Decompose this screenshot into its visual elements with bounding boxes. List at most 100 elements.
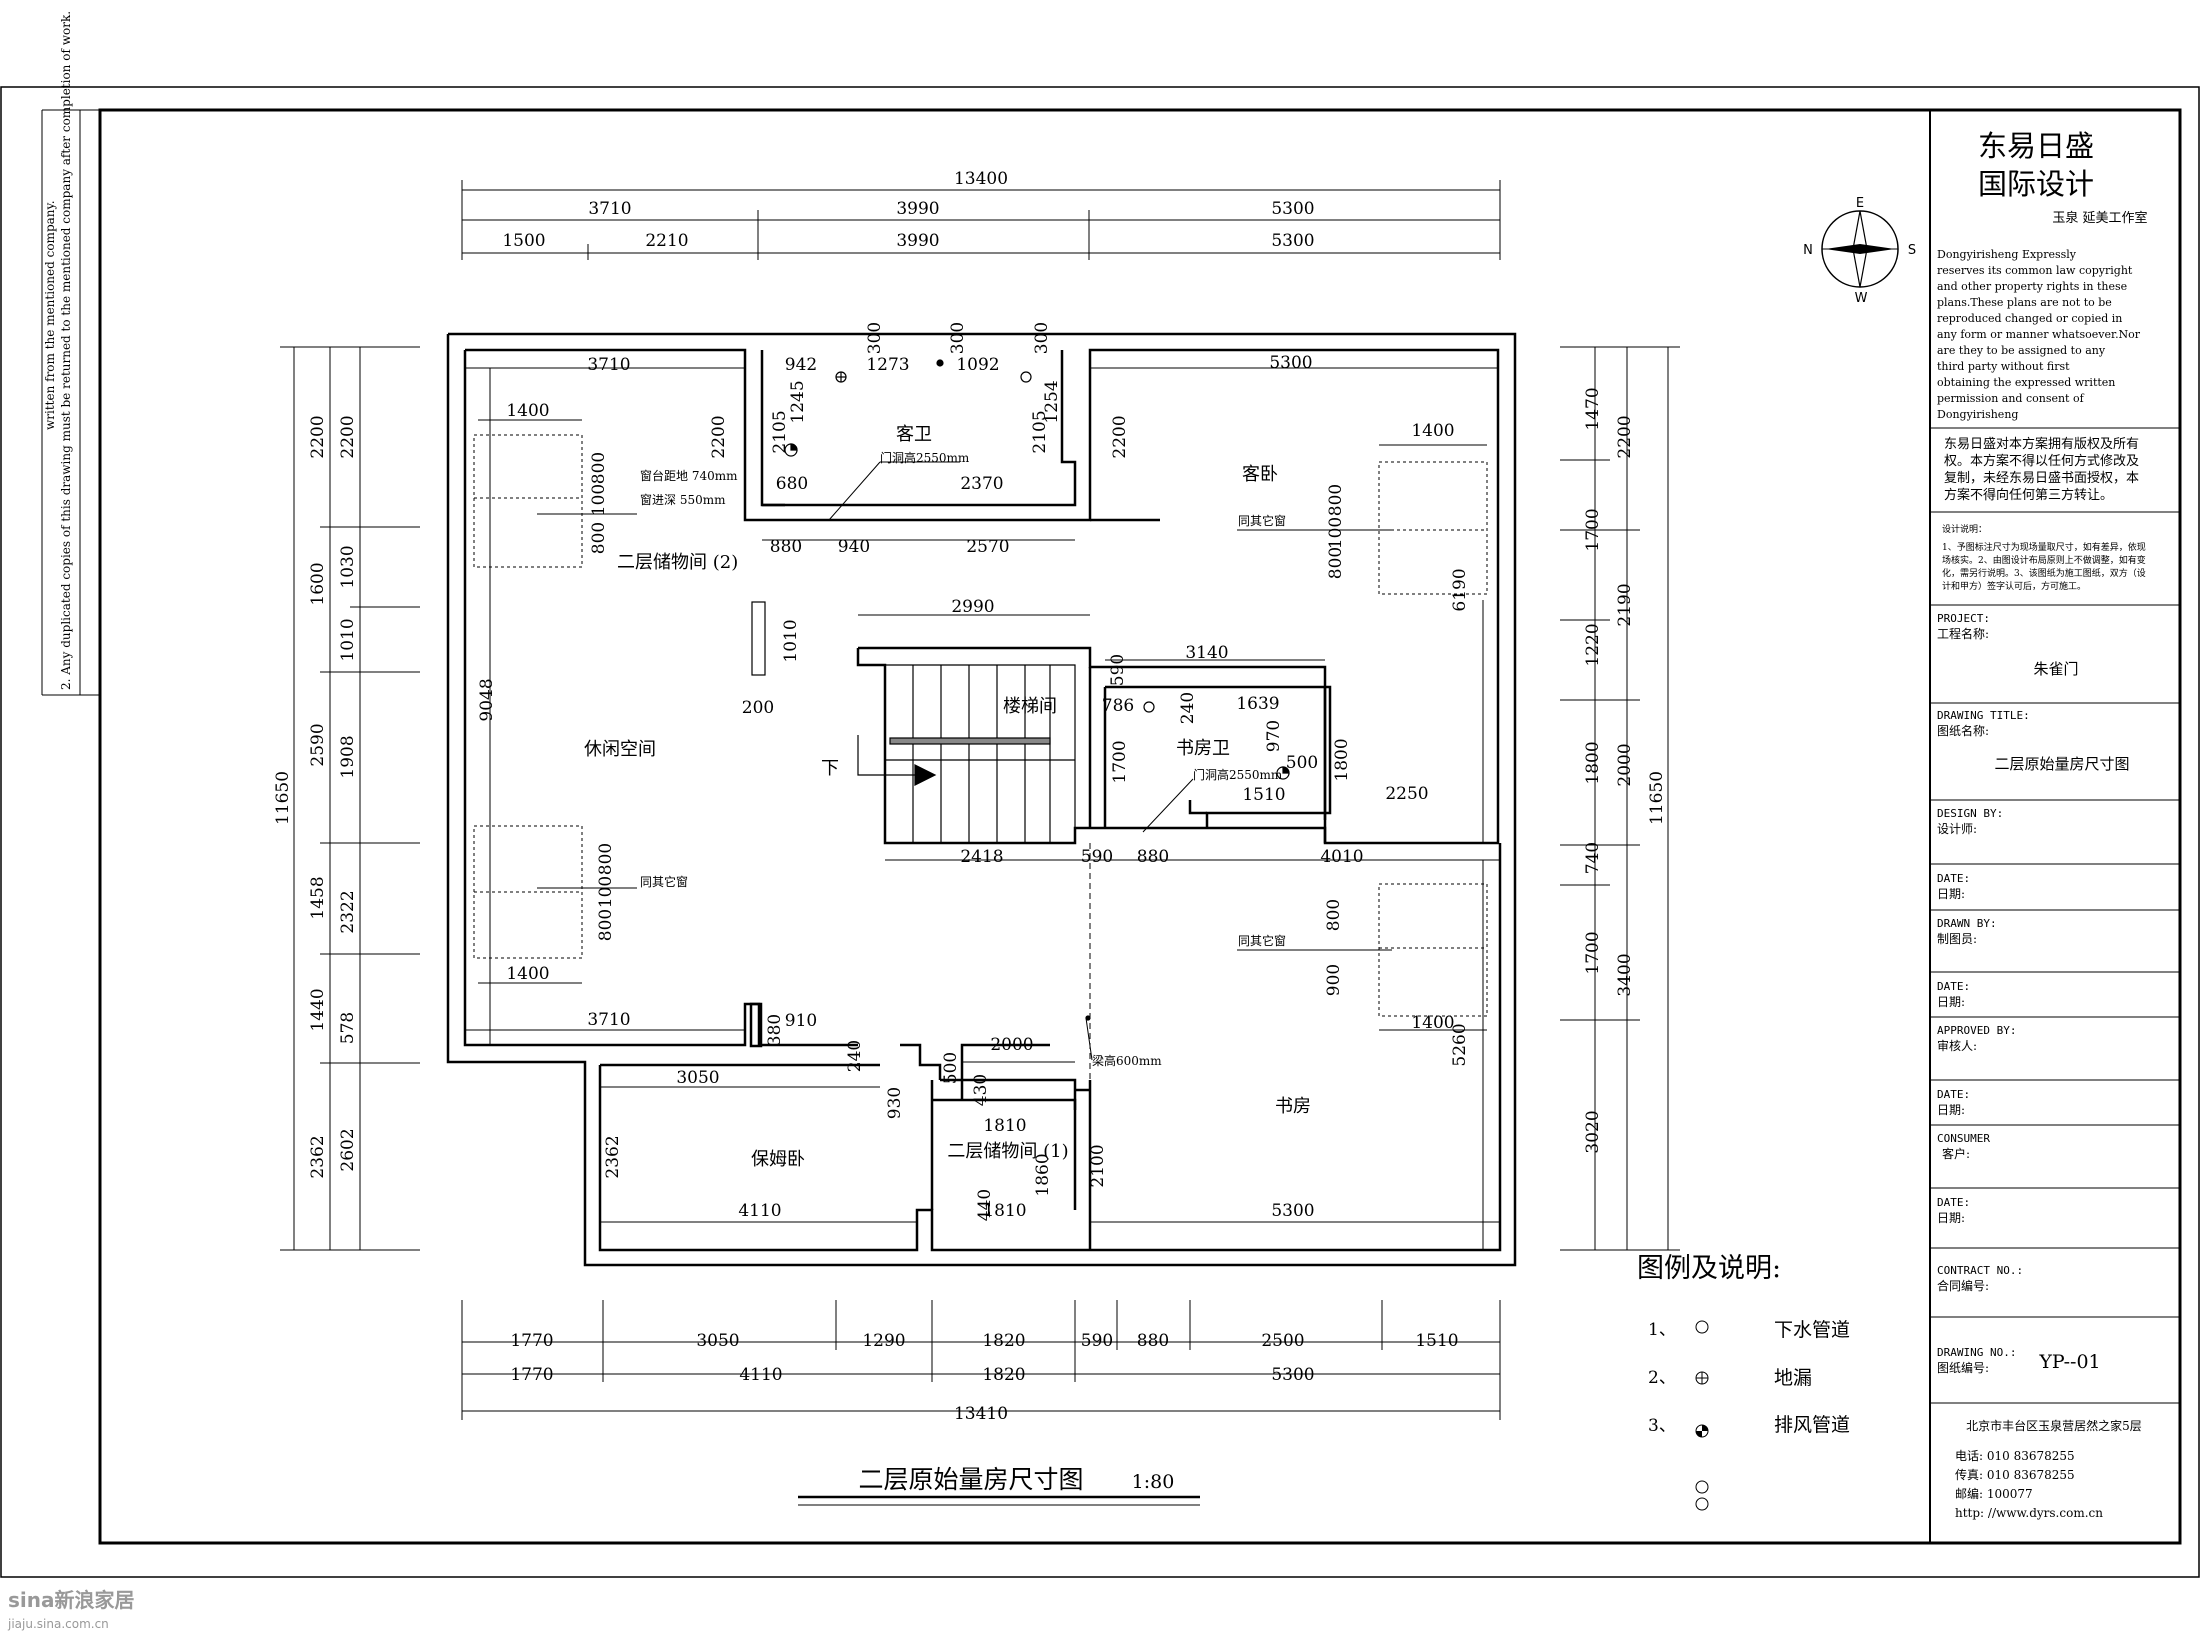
svg-text:门洞高2550mm: 门洞高2550mm (1193, 767, 1283, 782)
svg-text:910: 910 (785, 1011, 817, 1031)
svg-text:reproduced changed or copied i: reproduced changed or copied in (1937, 312, 2122, 325)
svg-text:S: S (1908, 243, 1916, 258)
sheet-border (0, 86, 2200, 1578)
circle-icon (1020, 371, 1032, 383)
svg-text:1810: 1810 (983, 1201, 1026, 1221)
drawing-border (98, 108, 2182, 1545)
date3-label-en: DATE: (1937, 1088, 1970, 1101)
svg-text:1400: 1400 (1411, 421, 1454, 441)
svg-text:3400: 3400 (1615, 953, 1635, 996)
svg-text:1220: 1220 (1583, 623, 1603, 666)
svg-text:窗进深 550mm: 窗进深 550mm (640, 493, 726, 507)
legend-title: 图例及说明: (1637, 1253, 1781, 1284)
date1-label-cn: 日期: (1937, 887, 1965, 901)
svg-text:2105: 2105 (770, 410, 790, 453)
svg-text:900: 900 (1324, 964, 1344, 996)
exhaust-duct-icon (1695, 1424, 1709, 1438)
svg-text:设计说明：: 设计说明： (1942, 523, 1987, 535)
svg-text:1010: 1010 (338, 618, 358, 661)
svg-text:1010: 1010 (781, 619, 801, 662)
svg-text:2322: 2322 (338, 890, 358, 933)
company-fax: 传真: 010 83678255 (1955, 1467, 2075, 1482)
svg-text:240: 240 (1178, 692, 1198, 724)
svg-text:800: 800 (1326, 547, 1346, 579)
stair-treads (751, 601, 1076, 843)
svg-text:200: 200 (742, 698, 774, 718)
svg-text:and other property rights in t: and other property rights in these (1937, 280, 2127, 293)
svg-text:权。本方案不得以任何方式修改及: 权。本方案不得以任何方式修改及 (1944, 453, 2139, 469)
svg-text:N: N (1803, 243, 1813, 258)
svg-text:窗台距地 740mm: 窗台距地 740mm (640, 468, 738, 483)
svg-text:方案不得向任何第三方转让。: 方案不得向任何第三方转让。 (1944, 487, 2113, 503)
svg-text:2100: 2100 (1088, 1144, 1108, 1187)
svg-text:2250: 2250 (1385, 784, 1428, 804)
svg-text:1700: 1700 (1583, 931, 1603, 974)
svg-text:梁高600mm: 梁高600mm (1092, 1053, 1162, 1068)
svg-text:578: 578 (338, 1012, 358, 1044)
svg-text:300: 300 (865, 322, 885, 354)
svg-text:13410: 13410 (954, 1404, 1008, 1424)
svg-text:3710: 3710 (587, 355, 630, 375)
svg-text:11650: 11650 (1647, 771, 1667, 825)
svg-text:300: 300 (948, 322, 968, 354)
svg-text:4110: 4110 (738, 1201, 781, 1221)
svg-text:permission and consent of: permission and consent of (1937, 392, 2085, 405)
svg-text:800: 800 (596, 843, 616, 875)
svg-text:5260: 5260 (1450, 1023, 1470, 1066)
svg-text:复制，未经东易日盛书面授权，本: 复制，未经东易日盛书面授权，本 (1944, 470, 2139, 486)
svg-text:third party without first: third party without first (1937, 360, 2070, 373)
svg-text:1600: 1600 (308, 562, 328, 605)
date4-label-en: DATE: (1937, 1196, 1970, 1209)
plan-scale: 1:80 (1132, 1471, 1175, 1493)
svg-text:同其它窗: 同其它窗 (1238, 513, 1286, 528)
svg-text:800: 800 (589, 522, 609, 554)
svg-text:2210: 2210 (645, 231, 688, 251)
svg-text:5300: 5300 (1271, 1201, 1314, 1221)
svg-text:Dongyirisheng: Dongyirisheng (1937, 408, 2018, 421)
room-study: 书房 (1275, 1096, 1311, 1117)
svg-text:2190: 2190 (1615, 583, 1635, 626)
company-zip: 邮编: 100077 (1955, 1486, 2033, 1501)
svg-text:1400: 1400 (506, 964, 549, 984)
date2-label-cn: 日期: (1937, 995, 1965, 1009)
svg-text:1500: 1500 (502, 231, 545, 251)
company-address: 北京市丰台区玉泉营居然之家5层 (1966, 1418, 2142, 1433)
svg-text:W: W (1855, 291, 1868, 306)
svg-text:计和甲方）签字认可后，方可施工。: 计和甲方）签字认可后，方可施工。 (1942, 580, 2086, 592)
svg-text:3050: 3050 (696, 1331, 739, 1351)
svg-text:门洞高2550mm: 门洞高2550mm (880, 450, 970, 465)
svg-text:2570: 2570 (966, 537, 1009, 557)
svg-text:2105: 2105 (1030, 410, 1050, 453)
drawing-no-label-en: DRAWING NO.: (1937, 1346, 2016, 1359)
dims-right: 11650 1470 1700 1220 1800 740 1700 3020 … (1583, 387, 1667, 1153)
svg-text:jiaju.sina.com.cn: jiaju.sina.com.cn (7, 1617, 109, 1631)
svg-text:1030: 1030 (338, 545, 358, 588)
svg-text:1820: 1820 (982, 1365, 1025, 1385)
watermark: sina新浪家居 jiaju.sina.com.cn (7, 1588, 135, 1631)
svg-text:2200: 2200 (338, 415, 358, 458)
svg-text:1810: 1810 (983, 1116, 1026, 1136)
svg-text:1820: 1820 (982, 1331, 1025, 1351)
svg-text:1400: 1400 (506, 401, 549, 421)
svg-text:4110: 4110 (739, 1365, 782, 1385)
svg-text:4010: 4010 (1320, 847, 1363, 867)
svg-text:2500: 2500 (1261, 1331, 1304, 1351)
svg-text:1458: 1458 (308, 876, 328, 919)
company-web: http: //www.dyrs.com.cn (1955, 1506, 2103, 1520)
room-leisure: 休闲空间 (584, 739, 656, 760)
svg-text:1700: 1700 (1583, 508, 1603, 551)
svg-text:are they to be assigned to an: are they to be assigned to any (1937, 344, 2106, 357)
side-note-line1: written from the mentioned company. (43, 200, 57, 430)
approved-by-label-cn: 审核人: (1937, 1038, 1977, 1053)
design-by-label-cn: 设计师: (1937, 822, 1977, 836)
copyright-cn: 东易日盛对本方案拥有版权及所有 权。本方案不得以任何方式修改及 复制，未经东易日… (1944, 436, 2139, 503)
svg-text:2200: 2200 (1615, 415, 1635, 458)
svg-text:942: 942 (785, 355, 817, 375)
svg-text:1440: 1440 (308, 988, 328, 1031)
svg-text:500: 500 (941, 1052, 961, 1084)
dims-left: 11650 2200 1600 2590 1458 1440 2362 2200… (273, 415, 358, 1178)
svg-text:2590: 2590 (308, 723, 328, 766)
svg-text:740: 740 (1583, 842, 1603, 874)
svg-text:1470: 1470 (1583, 387, 1603, 430)
